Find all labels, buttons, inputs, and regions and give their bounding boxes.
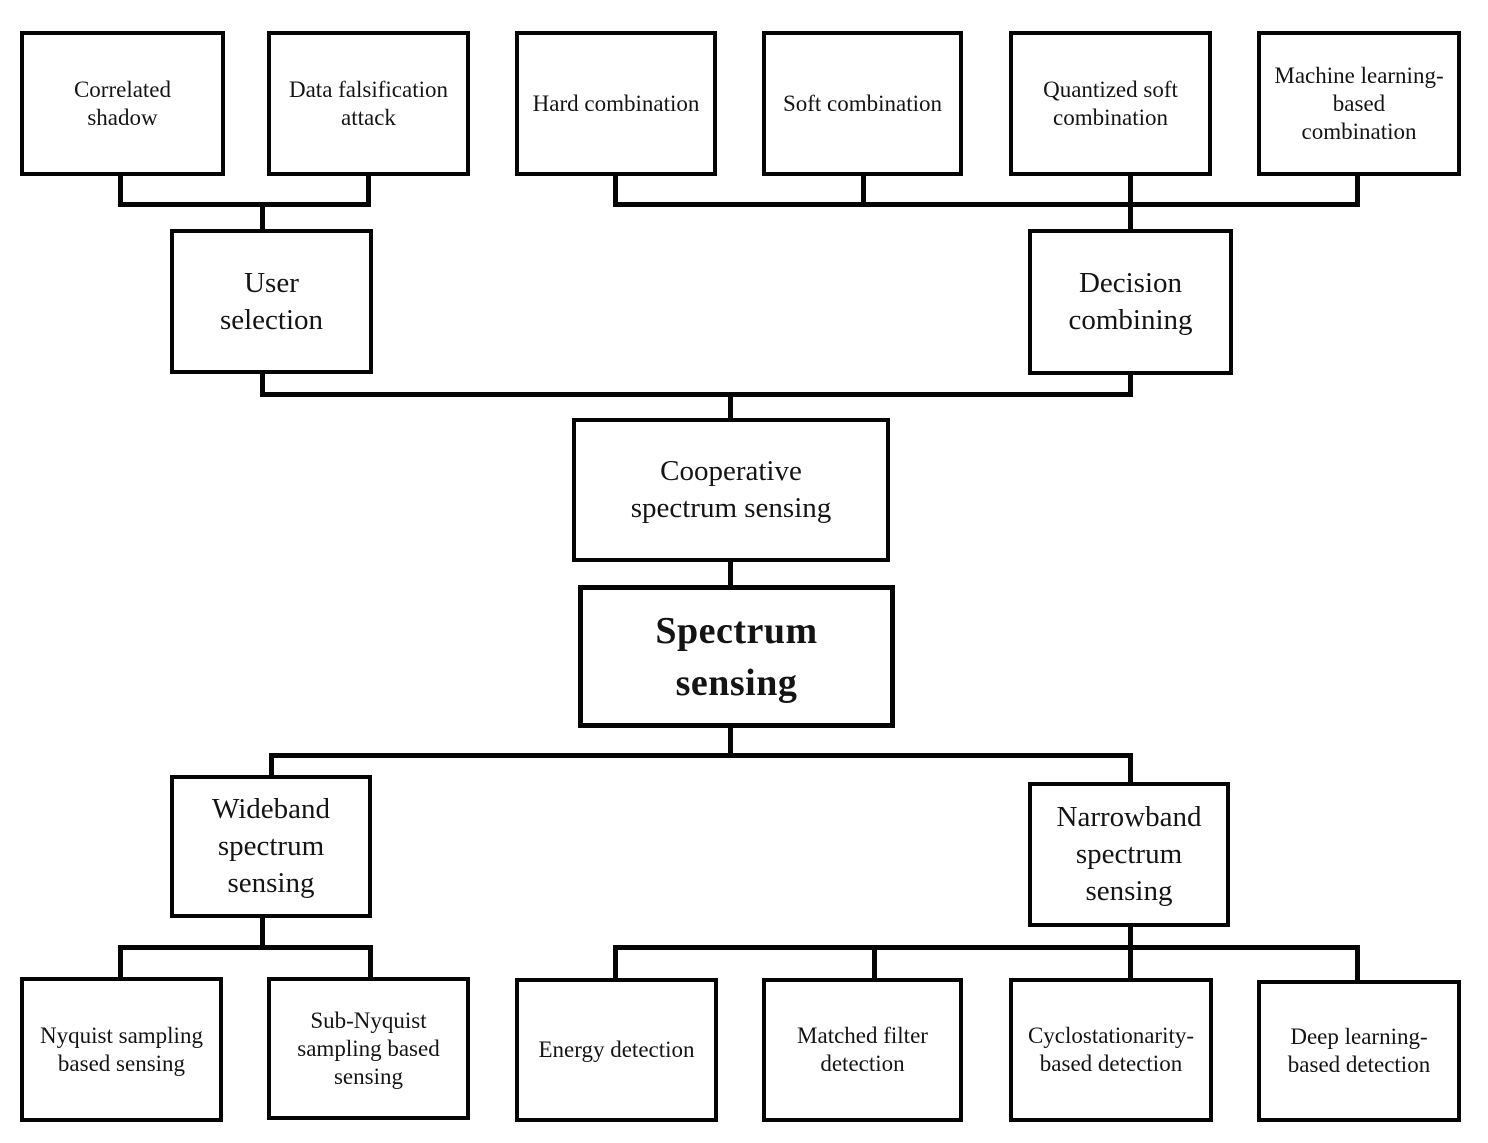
node-energy-detection-label: Energy detection <box>538 1037 695 1062</box>
connector-decision-combining-down <box>1128 372 1133 397</box>
node-nyquist-sampling-based-sensing-label: Nyquist sampling based sensing <box>40 1022 203 1076</box>
connector-data-falsification-down <box>366 172 371 207</box>
node-deep-learning-based-detection-label: Deep learning- based detection <box>1287 1024 1431 1077</box>
connector-matched-filter-up <box>872 945 877 981</box>
node-decision-combining-label: Decision combining <box>1068 267 1193 336</box>
connector-deep-learning-up <box>1355 945 1360 983</box>
node-hard-combination-label: Hard combination <box>532 90 700 116</box>
connector-sub-nyquist-up <box>368 945 373 981</box>
connector-cooperative-up <box>728 392 733 422</box>
node-data-falsification-attack: Data falsification attack <box>267 31 470 176</box>
node-cyclostationarity-based-detection: Cyclostationarity- based detection <box>1009 978 1213 1122</box>
node-energy-detection: Energy detection <box>515 978 718 1122</box>
node-narrowband-spectrum-sensing-label: Narrowband spectrum sensing <box>1056 801 1202 907</box>
connector-wideband-bus <box>118 945 373 950</box>
node-quantized-soft-combination-label: Quantized soft combination <box>1043 76 1178 130</box>
connector-user-selection-down <box>260 371 265 397</box>
node-hard-combination: Hard combination <box>515 31 717 176</box>
connector-machine-learning-down <box>1355 172 1360 207</box>
node-machine-learning-based-combination-label: Machine learning- based combination <box>1274 62 1444 144</box>
node-cooperative-spectrum-sensing-label: Cooperative spectrum sensing <box>630 455 832 524</box>
node-narrowband-spectrum-sensing: Narrowband spectrum sensing <box>1028 782 1230 927</box>
node-soft-combination: Soft combination <box>762 31 963 176</box>
connector-hard-combination-down <box>613 172 618 207</box>
node-user-selection: User selection <box>170 229 373 374</box>
connector-energy-up <box>613 945 618 981</box>
connector-narrowband-up <box>1128 753 1133 786</box>
node-spectrum-sensing-label: Spectrum sensing <box>655 609 818 704</box>
node-matched-filter-detection-label: Matched filter detection <box>797 1023 928 1076</box>
node-wideband-spectrum-sensing-label: Wideband spectrum sensing <box>211 793 330 899</box>
node-sub-nyquist-sampling-based-sensing: Sub-Nyquist sampling based sensing <box>267 977 470 1120</box>
connector-cooperative-to-spectrum <box>728 559 733 589</box>
connector-band-bus <box>269 753 1133 758</box>
connector-narrowband-to-cyclostationarity <box>1128 924 1133 981</box>
connector-user-selection-bus <box>118 202 371 207</box>
node-spectrum-sensing: Spectrum sensing <box>578 585 895 728</box>
node-matched-filter-detection: Matched filter detection <box>762 978 963 1122</box>
connector-soft-combination-down <box>861 172 866 207</box>
node-correlated-shadow-label: Correlated shadow <box>73 76 172 130</box>
node-nyquist-sampling-based-sensing: Nyquist sampling based sensing <box>20 977 223 1122</box>
node-wideband-spectrum-sensing: Wideband spectrum sensing <box>170 775 372 918</box>
node-decision-combining: Decision combining <box>1028 229 1233 375</box>
node-sub-nyquist-sampling-based-sensing-label: Sub-Nyquist sampling based sensing <box>297 1007 440 1089</box>
node-data-falsification-attack-label: Data falsification attack <box>288 76 448 130</box>
connector-narrowband-bus <box>613 945 1360 950</box>
connector-wideband-up <box>269 753 274 779</box>
connector-wideband-down <box>260 915 265 950</box>
connector-correlated-shadow-down <box>118 172 123 207</box>
connector-decision-combining-bus <box>613 202 1360 207</box>
node-quantized-soft-combination: Quantized soft combination <box>1009 31 1212 176</box>
node-machine-learning-based-combination: Machine learning- based combination <box>1257 31 1461 176</box>
node-soft-combination-label: Soft combination <box>782 90 943 116</box>
node-deep-learning-based-detection: Deep learning- based detection <box>1257 980 1461 1122</box>
connector-spectrum-sensing-down <box>728 725 733 758</box>
node-cyclostationarity-based-detection-label: Cyclostationarity- based detection <box>1027 1023 1195 1076</box>
node-user-selection-label: User selection <box>219 266 324 336</box>
connector-cooperative-bus <box>260 392 1133 397</box>
node-cooperative-spectrum-sensing: Cooperative spectrum sensing <box>572 418 890 562</box>
connector-nyquist-up <box>118 945 123 981</box>
node-correlated-shadow: Correlated shadow <box>20 31 225 176</box>
connector-user-selection-up <box>260 202 265 232</box>
